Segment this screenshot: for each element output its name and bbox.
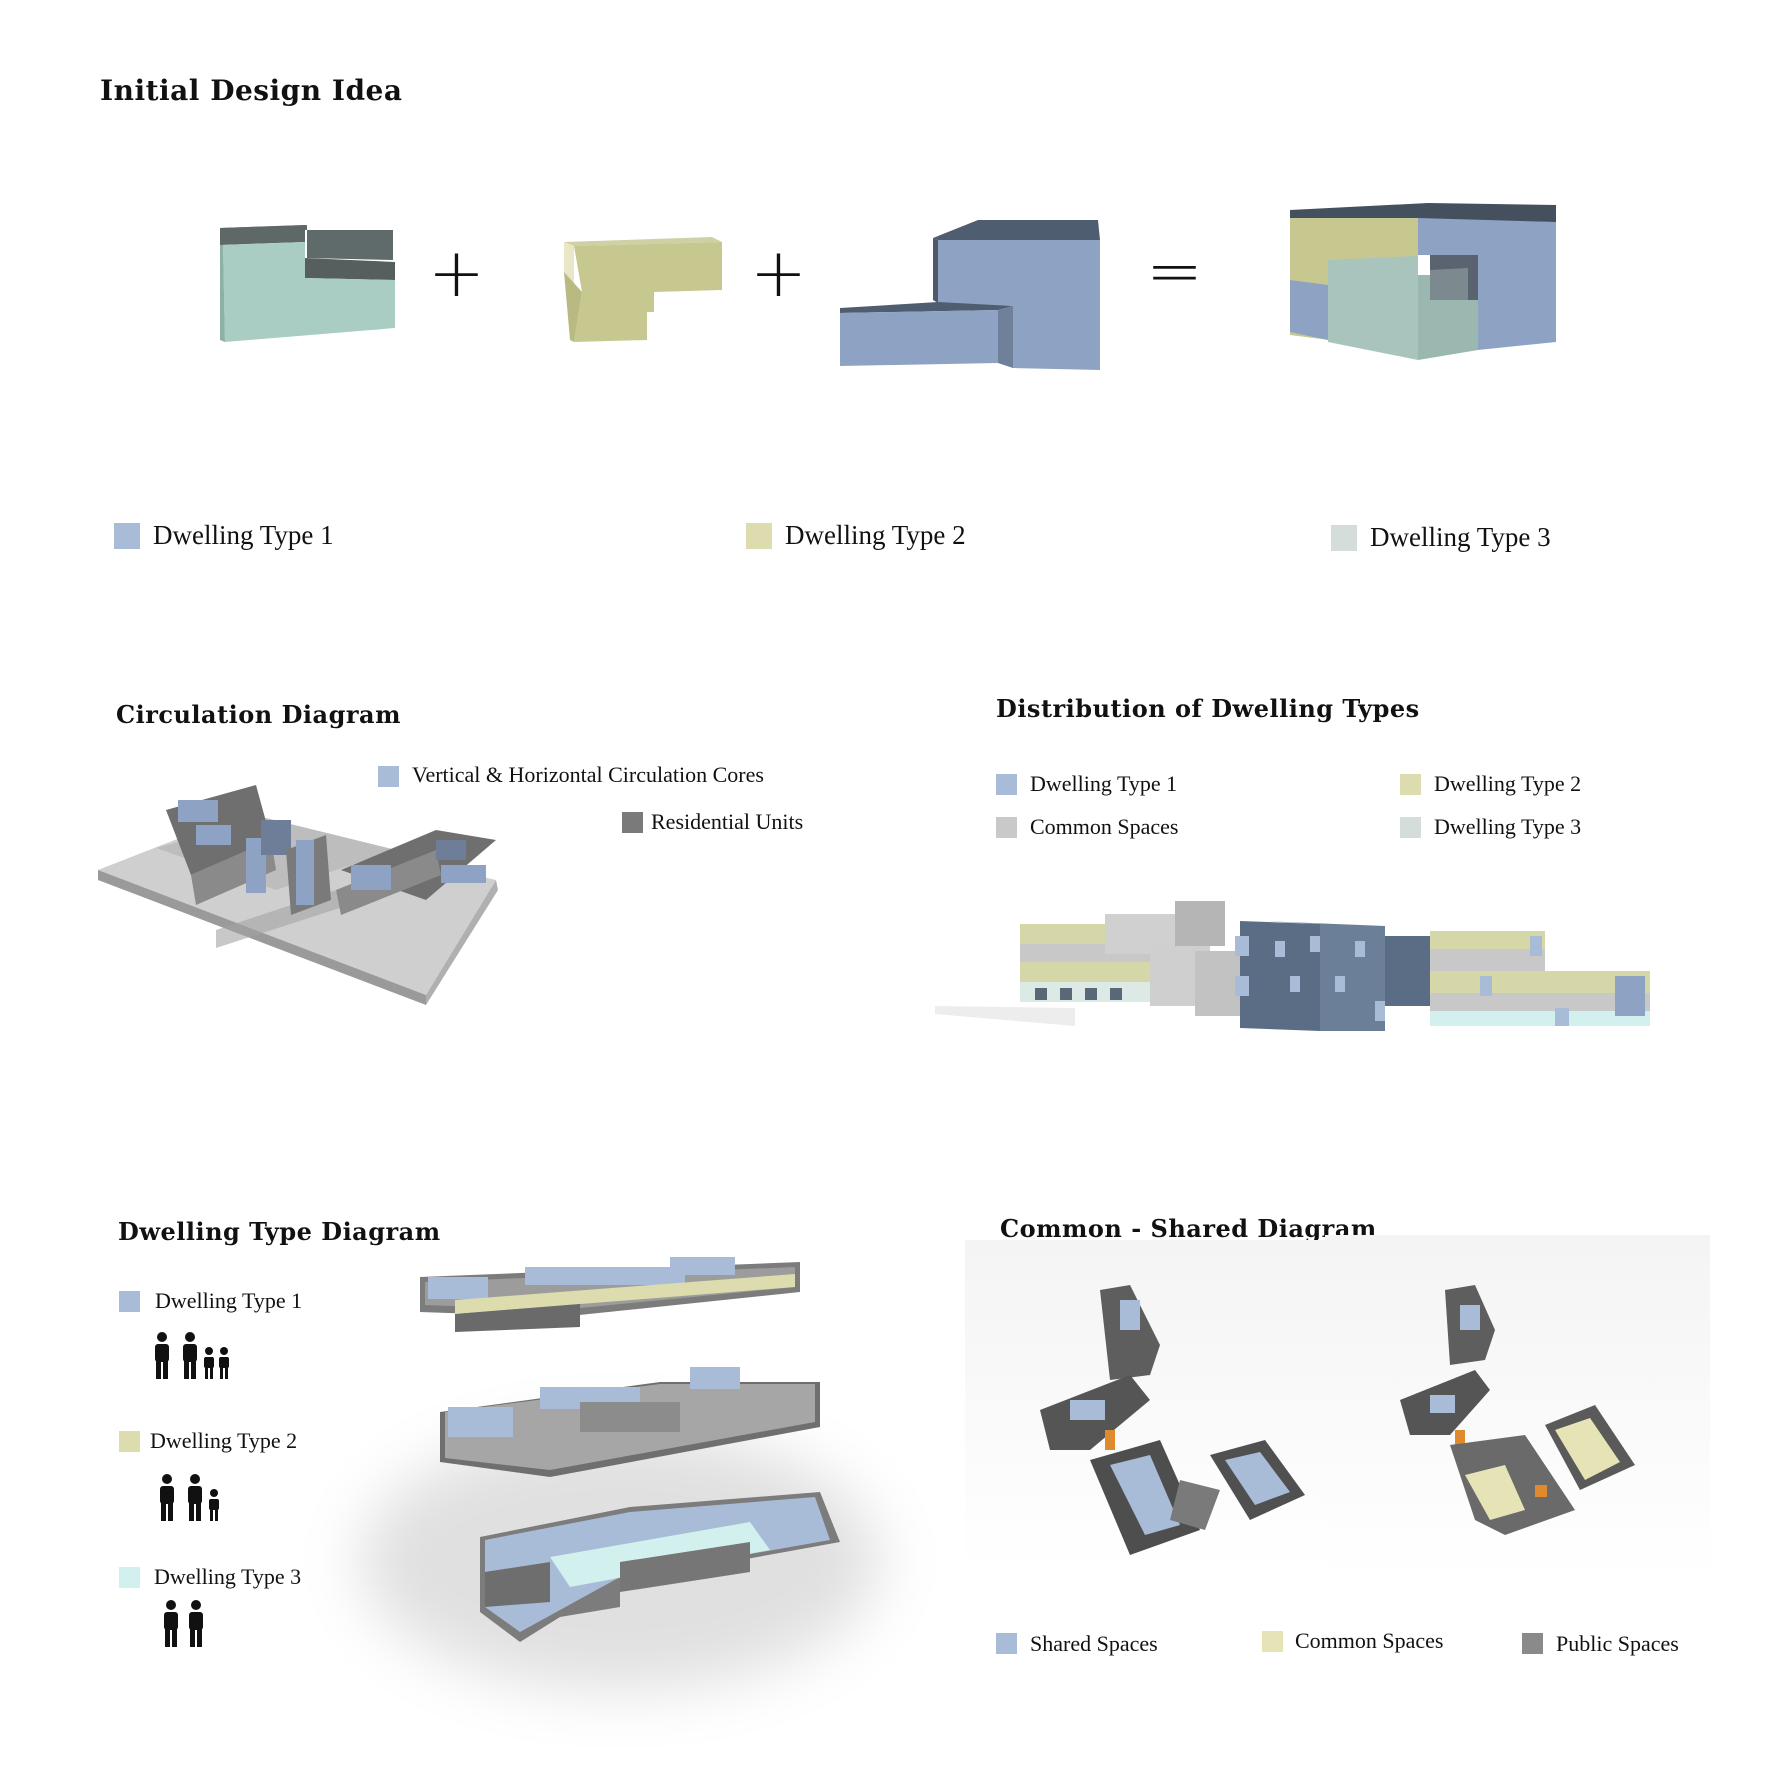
mass-block-dwelling-3 [220, 225, 395, 342]
legend-dwelling-type-3: Dwelling Type 3 [1370, 522, 1551, 552]
swatch-circulation-cores [378, 766, 399, 787]
mass-block-dwelling-2 [564, 237, 722, 342]
legend-dwelling-type-1: Dwelling Type 1 [153, 520, 334, 550]
legend-dist-common: Common Spaces [1030, 814, 1179, 839]
legend-residential-units: Residential Units [651, 809, 804, 834]
circulation-massing-model [98, 785, 498, 1005]
mass-combined-cube [1290, 203, 1556, 360]
legend-dist-dwelling-1: Dwelling Type 1 [1030, 771, 1178, 796]
common-shared-title: Common - Shared Diagram [1000, 1214, 1377, 1243]
swatch-public-spaces [1522, 1633, 1543, 1654]
exploded-floor-plans [420, 1257, 840, 1642]
swatch-dist-dwelling-1 [996, 774, 1017, 795]
family-of-four-icon [155, 1332, 229, 1379]
swatch-residential-units [622, 812, 643, 833]
swatch-shared-spaces [996, 1633, 1017, 1654]
circulation-diagram-title: Circulation Diagram [116, 700, 401, 729]
mass-block-dwelling-1 [840, 220, 1100, 370]
swatch-dwelling-type-2 [746, 523, 772, 549]
legend-dwelling-type-2: Dwelling Type 2 [785, 520, 966, 550]
floor-plan-middle [440, 1367, 820, 1477]
plus-operator-1: + [428, 234, 485, 313]
distribution-title: Distribution of Dwelling Types [996, 694, 1420, 723]
swatch-dt-dwelling-2 [119, 1431, 140, 1452]
shared-spaces-plan [1040, 1285, 1305, 1555]
swatch-dwelling-type-1 [114, 523, 140, 549]
label-dt-dwelling-3: Dwelling Type 3 [154, 1564, 302, 1589]
legend-dist-dwelling-2: Dwelling Type 2 [1434, 771, 1582, 796]
label-dt-dwelling-1: Dwelling Type 1 [155, 1288, 303, 1313]
floor-plan-bottom [480, 1492, 840, 1642]
dwelling-type-diagram-title: Dwelling Type Diagram [118, 1217, 441, 1246]
legend-public-spaces: Public Spaces [1556, 1631, 1679, 1656]
swatch-dwelling-type-3 [1331, 525, 1357, 551]
floor-plan-top [420, 1257, 800, 1332]
swatch-dist-dwelling-2 [1400, 774, 1421, 795]
label-dt-dwelling-2: Dwelling Type 2 [150, 1428, 298, 1453]
equals-operator: = [1146, 232, 1203, 311]
swatch-common-spaces [1262, 1631, 1283, 1652]
legend-shared-spaces: Shared Spaces [1030, 1631, 1158, 1656]
family-of-three-icon [160, 1474, 219, 1521]
legend-dist-dwelling-3: Dwelling Type 3 [1434, 814, 1582, 839]
legend-common-spaces: Common Spaces [1295, 1628, 1444, 1653]
swatch-dist-dwelling-3 [1400, 817, 1421, 838]
plus-operator-2: + [750, 234, 807, 313]
distribution-building-elevation [935, 901, 1650, 1031]
common-spaces-plan [1400, 1285, 1635, 1535]
swatch-dt-dwelling-1 [119, 1291, 140, 1312]
swatch-dt-dwelling-3 [119, 1567, 140, 1588]
couple-icon [164, 1600, 203, 1647]
legend-circulation-cores: Vertical & Horizontal Circulation Cores [412, 762, 764, 787]
initial-design-title: Initial Design Idea [100, 74, 403, 107]
swatch-dist-common [996, 817, 1017, 838]
